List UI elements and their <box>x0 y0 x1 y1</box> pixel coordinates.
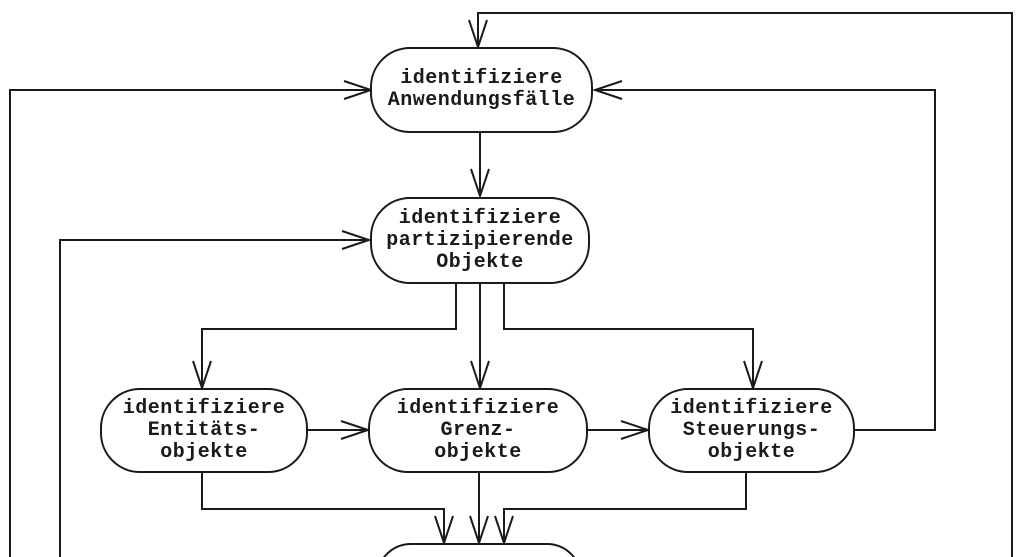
node-label-line: identifiziere <box>398 206 562 230</box>
anwendungsfaelle-to-partizipierende-arrowhead <box>470 168 490 200</box>
node-identifiziere-grenzobjekte: identifiziere Grenz- objekte <box>368 388 588 473</box>
partizipierende-to-entitaetsobjekte-line <box>201 284 457 385</box>
node-bottom-partial <box>376 543 582 557</box>
node-label-line: partizipierende <box>386 228 574 252</box>
node-label-line: Entitäts- <box>147 418 261 442</box>
steuerungsobjekte-to-anwendungsfaelle-line <box>598 89 936 431</box>
steuerungsobjekte-to-bottom-node-line <box>503 473 747 540</box>
node-identifiziere-partizipierende-objekte: identifiziere partizipierende Objekte <box>370 197 590 284</box>
node-label-line: Anwendungsfälle <box>387 89 576 112</box>
steuerungsobjekte-to-anwendungsfaelle-arrowhead <box>591 80 623 100</box>
node-label-line: objekte <box>707 440 796 464</box>
feedback-left-to-anwendungsfaelle-line <box>9 89 368 557</box>
node-label-line: identifiziere <box>396 396 560 420</box>
feedback-left-to-partizipierende-line <box>59 239 366 557</box>
node-label-line: objekte <box>434 440 522 464</box>
node-identifiziere-anwendungsfaelle: identifiziere Anwendungsfälle <box>370 47 593 133</box>
node-identifiziere-steuerungsobjekte: identifiziere Steuerungs- objekte <box>648 388 855 473</box>
node-label-line: objekte <box>160 440 248 464</box>
entitaetsobjekte-to-bottom-node-line <box>201 473 445 540</box>
node-label-line: Steuerungs- <box>682 418 821 442</box>
node-label-line: identifiziere <box>122 396 286 420</box>
node-label-line: Objekte <box>436 250 524 274</box>
node-label-line: identifiziere <box>400 67 563 90</box>
node-label-line: Grenz- <box>440 418 516 442</box>
node-identifiziere-entitaetsobjekte: identifiziere Entitäts- objekte <box>100 388 308 473</box>
loop-bottom-right-to-anwendungsfaelle-line <box>477 12 1013 557</box>
partizipierende-to-steuerungsobjekte-line <box>503 284 754 385</box>
feedback-left-to-partizipierende-arrowhead <box>341 230 373 250</box>
node-label-line: identifiziere <box>670 396 833 420</box>
